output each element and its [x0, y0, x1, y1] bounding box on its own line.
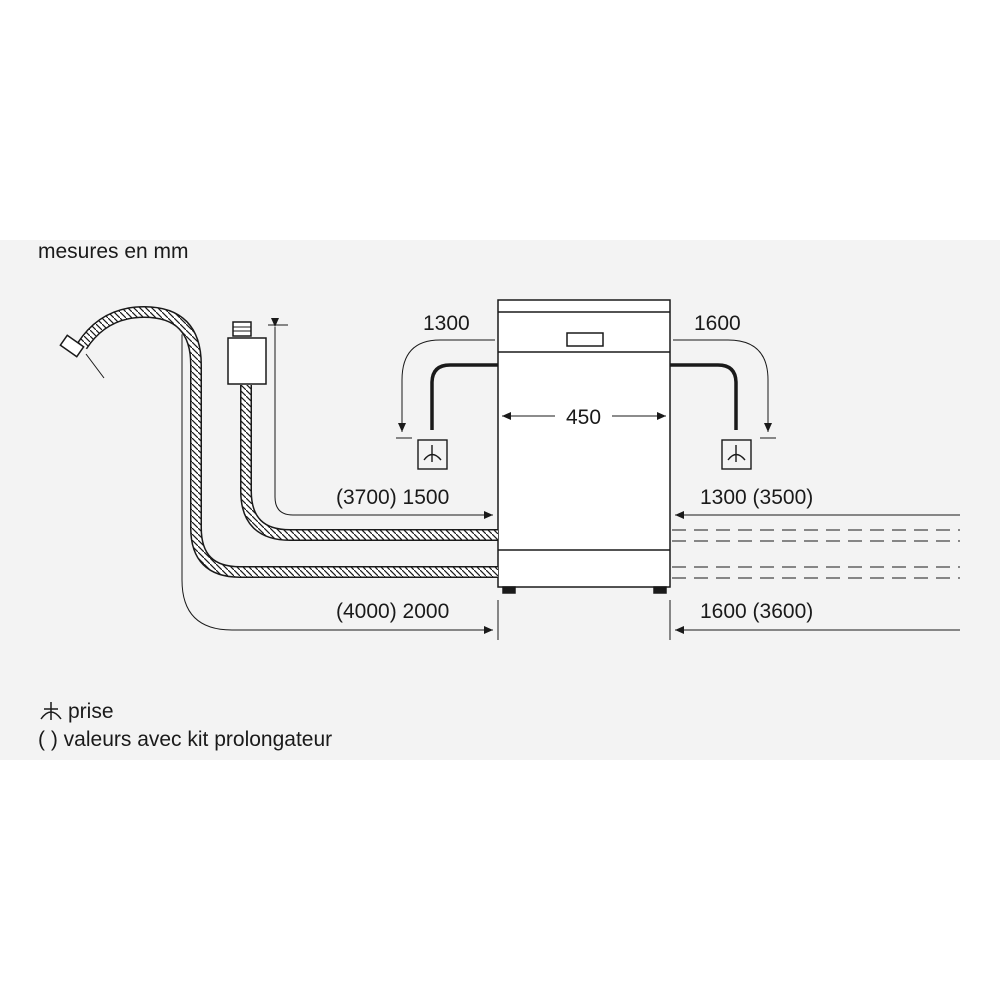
label-left-cable-length: 1300 — [423, 312, 470, 335]
legend-paren-label: valeurs avec kit prolongateur — [63, 728, 333, 751]
label-right-drain-length: 1600 (3600) — [700, 600, 814, 623]
socket-left-icon — [417, 439, 448, 470]
inlet-hose — [227, 321, 498, 541]
label-width: 450 — [564, 406, 604, 430]
hose-length-arrows — [85, 318, 671, 640]
legend-paren-symbol: ( ) — [38, 728, 58, 751]
legend-extension: ( ) valeurs avec kit prolongateur — [38, 728, 332, 752]
aquastop-valve — [227, 337, 267, 385]
label-right-inlet-length: 1300 (3500) — [700, 486, 814, 509]
legend-socket-label: prise — [68, 700, 114, 723]
label-left-drain-length: (4000) 2000 — [336, 600, 450, 623]
socket-right-icon — [721, 439, 752, 470]
label-right-cable-length: 1600 — [694, 312, 741, 335]
extension-dashed-lines — [672, 529, 960, 579]
right-length-arrows — [675, 511, 960, 634]
label-left-inlet-length: (3700) 1500 — [336, 486, 450, 509]
drain-hose — [59, 305, 498, 578]
diagram-title: mesures en mm — [38, 240, 189, 263]
socket-symbol-icon — [40, 702, 62, 720]
dishwasher — [497, 299, 671, 594]
legend-socket: prise — [38, 700, 114, 724]
control-panel-display — [566, 332, 604, 347]
